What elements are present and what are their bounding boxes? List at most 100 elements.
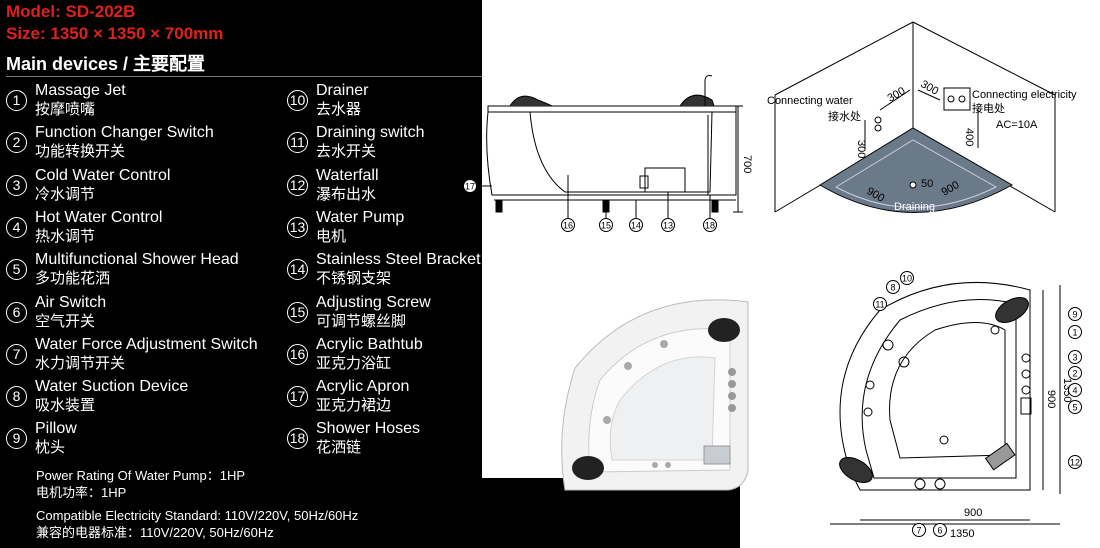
device-name-en: Massage Jet <box>35 82 126 99</box>
top-pillow-left <box>839 457 873 483</box>
device-number-badge: 17 <box>287 386 308 408</box>
callout-marker: 15 <box>599 218 613 232</box>
device-name-zh: 瀑布出水 <box>316 185 377 203</box>
top-pillow-right <box>995 297 1029 323</box>
device-name-en: Acrylic Bathtub <box>316 335 423 353</box>
top-shower-head <box>1020 397 1032 415</box>
callout-circle <box>629 218 643 232</box>
device-name-zh: 可调节螺丝脚 <box>316 312 407 330</box>
installation-diagram <box>774 21 1056 213</box>
side-foot-3 <box>711 199 719 213</box>
render-waterfall <box>703 445 731 465</box>
callout-number: 18 <box>705 221 715 231</box>
side-water-pump <box>644 167 686 193</box>
callout-number: 2 <box>1072 369 1077 379</box>
top-dim-900-side: 900 <box>1045 390 1057 408</box>
drain-diameter: 50 <box>921 178 933 190</box>
spec-power-en: Power Rating Of Water Pump：1HP <box>36 468 246 483</box>
device-number-badge: 16 <box>287 343 308 365</box>
device-number-badge: 5 <box>6 259 27 281</box>
device-name-zh: 热水调节 <box>35 227 96 245</box>
callout-number: 14 <box>631 221 641 231</box>
callout-circle <box>912 523 926 537</box>
device-name-zh: 花洒链 <box>316 439 362 457</box>
device-name-en: Multifunctional Shower Head <box>35 251 239 269</box>
top-cold-control <box>1021 353 1031 363</box>
callout-number: 13 <box>663 221 673 231</box>
connecting-water-label: Connecting water <box>767 95 853 107</box>
device-name-zh: 空气开关 <box>35 312 96 330</box>
device-name-en: Cold Water Control <box>35 166 171 184</box>
top-drainer <box>882 339 894 351</box>
device-number-badge: 2 <box>6 132 27 154</box>
device-number-badge: 18 <box>287 428 308 450</box>
callout-circle <box>886 280 900 294</box>
callout-circle <box>561 218 575 232</box>
render-jet-4 <box>652 462 658 468</box>
device-number-badge: 13 <box>287 216 308 238</box>
callout-circle <box>1068 455 1082 469</box>
callout-number: 7 <box>916 526 921 536</box>
callout-number: 8 <box>890 283 895 293</box>
dim-300-vertical: 300 <box>855 140 867 158</box>
callout-number: 10 <box>902 274 912 284</box>
device-number-badge: 14 <box>287 259 308 281</box>
side-shower-head <box>704 75 713 106</box>
side-height-label: 700 <box>741 155 753 173</box>
top-dim-900-bottom: 900 <box>964 507 982 519</box>
device-name-zh: 亚克力浴缸 <box>316 354 392 372</box>
top-jet-1 <box>990 325 1000 335</box>
tub-rim <box>487 105 737 113</box>
socket-hole-1 <box>947 95 955 103</box>
top-function-switch <box>1021 369 1031 379</box>
callout-number: 1 <box>1072 328 1077 338</box>
top-jet-4 <box>939 435 949 445</box>
callout-circle <box>1068 400 1082 414</box>
device-number-badge: 9 <box>6 428 27 450</box>
device-name-en: Hot Water Control <box>35 208 163 226</box>
side-foot-1 <box>495 199 503 213</box>
callout-marker: 11 <box>873 297 887 311</box>
callout-number: 9 <box>1072 310 1077 320</box>
dim-400: 400 <box>963 128 975 146</box>
device-name-en: Shower Hoses <box>316 420 421 438</box>
callout-marker: 9 <box>1068 307 1082 321</box>
dim-300-right-line <box>917 89 941 101</box>
top-dim-1350-bottom: 1350 <box>950 528 974 540</box>
callout-circle <box>703 218 717 232</box>
top-basin <box>889 322 1006 459</box>
callout-number: 4 <box>1072 386 1077 396</box>
side-pump-cap <box>639 175 649 189</box>
device-name-zh: 去水开关 <box>316 143 377 161</box>
device-name-en: Draining switch <box>316 124 425 142</box>
device-name-en: Stainless Steel Bracket <box>316 251 481 269</box>
callout-marker: 3 <box>1068 350 1082 364</box>
device-name-en: Air Switch <box>35 293 107 311</box>
callout-circle <box>933 523 947 537</box>
spec-elec-en: Compatible Electricity Standard: 110V/22… <box>36 508 359 523</box>
callout-number: 17 <box>465 182 475 192</box>
device-name-zh: 功能转换开关 <box>35 143 126 161</box>
size-title: Size: 1350 × 1350 × 700mm <box>6 24 224 43</box>
callout-marker: 1 <box>1068 325 1082 339</box>
top-hot-control <box>1021 385 1031 395</box>
callout-circle <box>661 218 675 232</box>
callout-circle <box>873 297 887 311</box>
render-pillow-top <box>708 318 740 342</box>
device-number-badge: 6 <box>6 301 27 323</box>
device-number-badge: 4 <box>6 216 27 238</box>
device-name-en: Water Force Adjustment Switch <box>35 335 258 353</box>
callout-circle <box>1068 325 1082 339</box>
device-number-badge: 11 <box>287 132 308 154</box>
callout-circle <box>1068 350 1082 364</box>
device-name-en: Waterfall <box>316 166 379 184</box>
water-inlet-1 <box>874 116 882 124</box>
device-name-zh: 吸水装置 <box>35 397 96 415</box>
device-name-zh: 去水器 <box>316 101 362 118</box>
device-name-en: Water Pump <box>316 208 405 226</box>
device-name-zh: 电机 <box>316 227 347 245</box>
device-name-zh: 多功能花洒 <box>35 270 111 288</box>
callout-marker: 14 <box>629 218 643 232</box>
